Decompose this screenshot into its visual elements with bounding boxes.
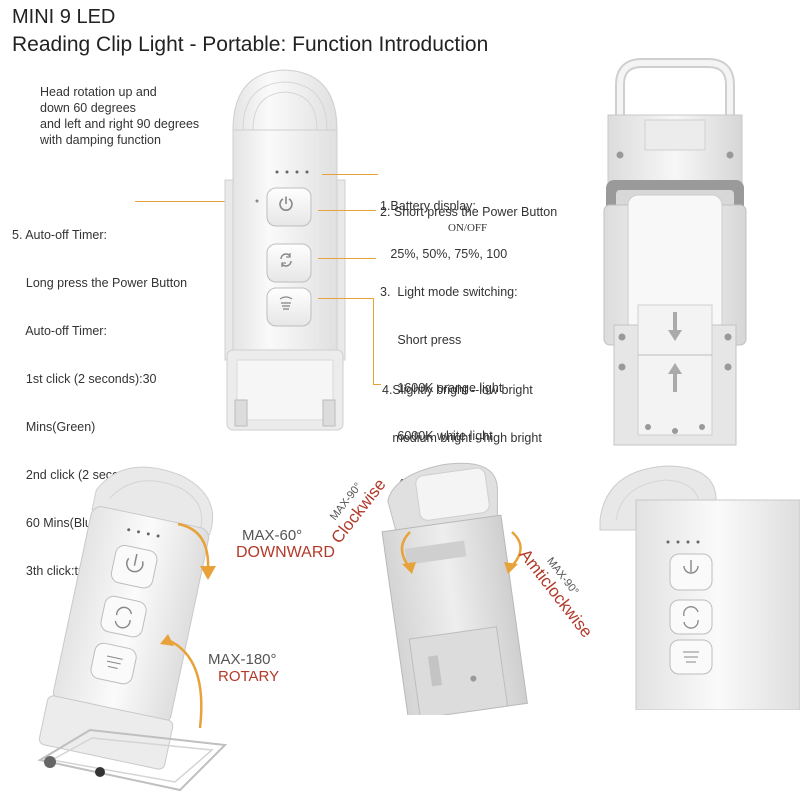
brightness-callout-vert (373, 298, 374, 384)
light-mode-callout (318, 258, 376, 259)
arrow-up-icon (667, 362, 683, 392)
battery-callout (322, 174, 378, 175)
brightness-icon (279, 296, 293, 312)
rotary-arrow (160, 634, 203, 729)
battery-note: 1.Battery display: 25%, 50%, 75%, 100 (380, 199, 508, 261)
device-tilt-view (37, 466, 228, 792)
brightness-callout-end (373, 384, 381, 385)
device-right-view (599, 465, 800, 710)
device-side-view (381, 462, 528, 715)
brightness-callout (318, 298, 374, 299)
page-subtitle: Reading Clip Light - Portable: Function … (12, 33, 489, 56)
auto-off-callout (135, 201, 257, 202)
downward-arrow (177, 522, 216, 580)
rotary-label: MAX-180° ROTARY (208, 651, 280, 685)
head-rotation-note: Head rotation up and down 60 degrees and… (40, 85, 200, 147)
light-mode-note: 3. Light mode switching: Short press 160… (380, 285, 518, 491)
power-callout (318, 210, 376, 211)
refresh-icon (278, 252, 294, 268)
page-title: MINI 9 LED (12, 6, 116, 28)
rotate-arrows (400, 531, 522, 574)
auto-off-note: 5. Auto-off Timer: Long press the Power … (12, 228, 188, 578)
power-icon (279, 196, 293, 212)
downward-label: MAX-60° DOWNWARD (236, 527, 335, 561)
arrow-down-icon (667, 312, 683, 342)
device-back-view (603, 58, 747, 446)
power-note: 2. Short press the Power Button ON/OFF (380, 205, 558, 234)
device-front-view (224, 69, 346, 431)
